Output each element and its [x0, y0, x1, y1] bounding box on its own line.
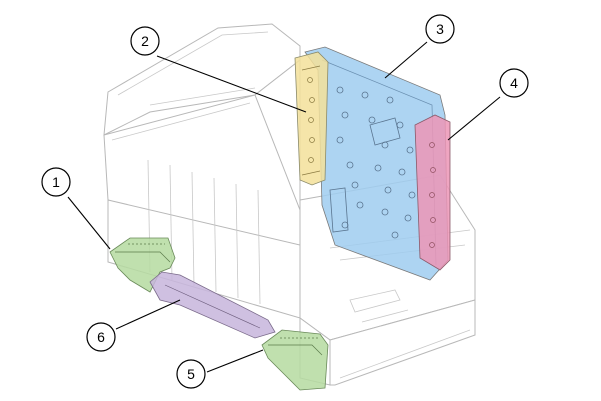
leader-1	[67, 196, 111, 250]
callout-3-circle	[425, 14, 455, 44]
rear-panel-cover	[304, 46, 449, 281]
callout-4-circle	[499, 68, 529, 98]
leader-4	[447, 96, 501, 141]
callout-6-circle	[86, 322, 116, 352]
callout-1: 1	[41, 167, 71, 197]
callout-3-label: 3	[436, 21, 444, 37]
callout-3: 3	[425, 14, 455, 44]
callout-6: 6	[86, 322, 116, 352]
callout-5-circle	[176, 359, 206, 389]
callout-5: 5	[176, 359, 206, 389]
callout-6-label: 6	[97, 329, 105, 345]
callout-4: 4	[499, 68, 529, 98]
left-front-foot-cover	[109, 237, 176, 293]
callout-4-label: 4	[510, 75, 518, 91]
rear-right-edge-cover	[414, 114, 451, 271]
front-bottom-rail	[149, 271, 276, 339]
callout-1-circle	[41, 167, 71, 197]
callout-2: 2	[130, 26, 160, 56]
leader-5	[206, 349, 264, 373]
leader-2	[156, 55, 307, 113]
rear-left-edge-cover	[294, 51, 329, 186]
callout-5-label: 5	[187, 366, 195, 382]
right-front-foot-cover	[261, 329, 329, 391]
callout-2-label: 2	[141, 33, 149, 49]
callout-1-label: 1	[52, 174, 60, 190]
leader-3	[384, 41, 428, 79]
leader-6	[115, 299, 181, 330]
leader-lines	[67, 41, 501, 373]
callout-2-circle	[130, 26, 160, 56]
